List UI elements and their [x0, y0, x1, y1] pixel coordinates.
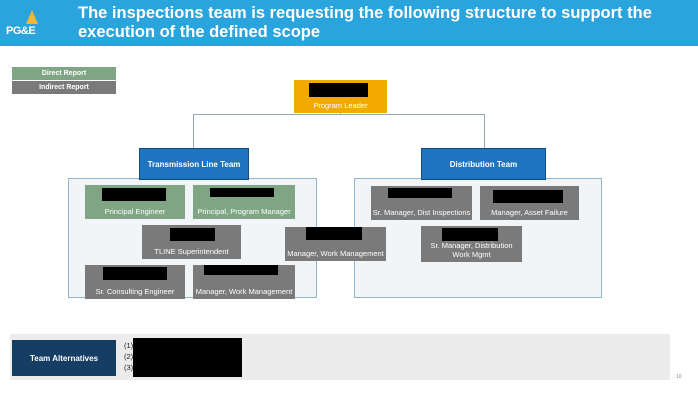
tline-superintendent-label: TLINE Superintendent	[154, 247, 229, 256]
redacted-name	[493, 190, 563, 203]
sr-manager-dist-work-mgmt-label: Sr. Manager, Distribution Work Mgmt	[430, 241, 513, 259]
logo-text: PG&E	[6, 25, 36, 37]
principal-program-manager-label: Principal, Program Manager	[197, 207, 291, 216]
redacted-name	[306, 227, 362, 240]
manager-work-management-shared-label: Manager, Work Management	[287, 249, 384, 258]
pge-logo: PG&E	[6, 10, 40, 40]
legend-indirect-report: Indirect Report	[12, 81, 116, 94]
redacted-name	[204, 265, 278, 275]
redacted-name	[309, 83, 368, 97]
sr-manager-dist-inspections-label: Sr. Manager, Dist Inspections	[372, 208, 471, 217]
logo-arrow-icon	[26, 10, 38, 24]
program-leader-label: Program Leader	[313, 101, 368, 110]
manager-asset-failure-label: Manager, Asset Failure	[491, 208, 568, 217]
sr-consulting-engineer-label: Sr. Consulting Engineer	[95, 287, 175, 296]
distribution-team-header: Distribution Team	[421, 148, 546, 180]
alternative-item-2: (2)	[124, 352, 134, 361]
redacted-name	[102, 188, 166, 201]
alternative-item-1: (1)	[124, 341, 134, 350]
connector-line	[193, 114, 485, 115]
legend-direct-report: Direct Report	[12, 67, 116, 80]
redacted-name	[442, 228, 498, 241]
redacted-alternatives	[133, 338, 242, 377]
transmission-team-header: Transmission Line Team	[139, 148, 249, 180]
redacted-name	[388, 188, 452, 198]
redacted-name	[210, 188, 274, 197]
manager-work-management-tline-label: Manager, Work Management	[195, 287, 293, 296]
connector-line	[484, 114, 485, 148]
redacted-name	[103, 267, 167, 280]
principal-engineer-label: Principal Engineer	[104, 207, 166, 216]
page-number: 10	[676, 374, 682, 380]
alternatives-band	[10, 334, 670, 380]
slide-title: The inspections team is requesting the f…	[78, 4, 652, 41]
team-alternatives-label: Team Alternatives	[12, 340, 116, 376]
redacted-name	[170, 228, 215, 241]
title-banner: PG&E The inspections team is requesting …	[0, 0, 698, 46]
connector-line	[193, 114, 194, 148]
alternative-item-3: (3)	[124, 363, 134, 372]
